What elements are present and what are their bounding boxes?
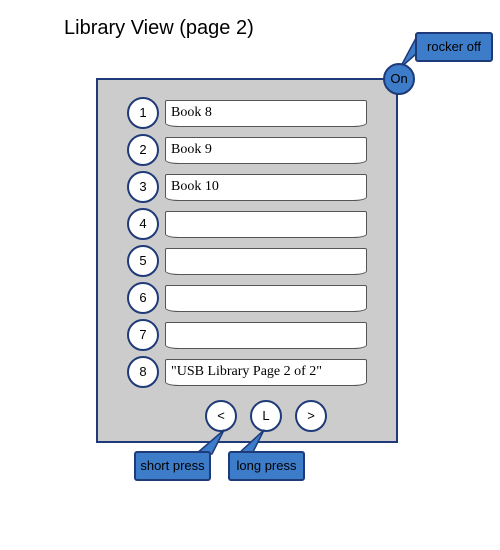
- book-slot[interactable]: Book 10: [165, 174, 367, 201]
- row-number[interactable]: 6: [127, 282, 159, 314]
- row-number[interactable]: 2: [127, 134, 159, 166]
- status-slot[interactable]: "USB Library Page 2 of 2": [165, 359, 367, 386]
- row-number[interactable]: 3: [127, 171, 159, 203]
- book-slot[interactable]: [165, 322, 367, 349]
- book-slot[interactable]: Book 8: [165, 100, 367, 127]
- row-number[interactable]: 8: [127, 356, 159, 388]
- book-slot[interactable]: [165, 285, 367, 312]
- page-title: Library View (page 2): [64, 17, 254, 39]
- book-slot[interactable]: [165, 248, 367, 275]
- short-press-callout: short press: [134, 451, 211, 481]
- rocker-off-callout: rocker off: [415, 32, 493, 62]
- long-press-callout: long press: [228, 451, 305, 481]
- row-number[interactable]: 7: [127, 319, 159, 351]
- row-number[interactable]: 1: [127, 97, 159, 129]
- row-number[interactable]: 4: [127, 208, 159, 240]
- prev-page-button[interactable]: <: [205, 400, 237, 432]
- book-slot[interactable]: Book 9: [165, 137, 367, 164]
- power-on-button[interactable]: On: [383, 63, 415, 95]
- next-page-button[interactable]: >: [295, 400, 327, 432]
- library-button[interactable]: L: [250, 400, 282, 432]
- row-number[interactable]: 5: [127, 245, 159, 277]
- book-slot[interactable]: [165, 211, 367, 238]
